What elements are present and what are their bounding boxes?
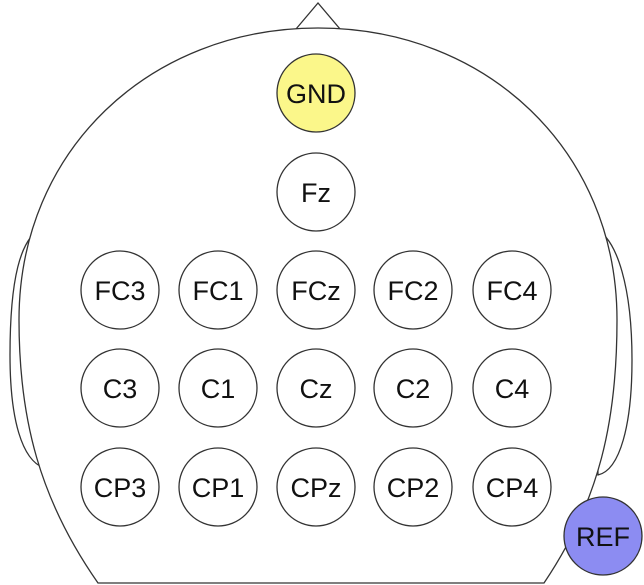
electrode-cpz: CPz	[276, 447, 356, 527]
electrode-c4-label: C4	[495, 374, 530, 404]
electrode-fc1-label: FC1	[192, 276, 243, 306]
electrode-cp1-circle	[178, 447, 258, 527]
electrode-cp3-label: CP3	[94, 473, 147, 503]
electrode-fz-label: Fz	[301, 178, 331, 208]
electrode-fc3: FC3	[80, 250, 160, 330]
electrode-fc3-label: FC3	[94, 276, 145, 306]
electrode-c3-label: C3	[103, 374, 138, 404]
electrode-c1-label: C1	[201, 374, 236, 404]
electrode-c2-label: C2	[396, 374, 431, 404]
electrode-c3-circle	[80, 348, 160, 428]
electrode-fc1: FC1	[178, 250, 258, 330]
electrode-c2: C2	[373, 348, 453, 428]
electrode-cp1: CP1	[178, 447, 258, 527]
electrode-cz-label: Cz	[300, 374, 333, 404]
electrode-gnd-circle	[276, 53, 356, 133]
electrode-c1: C1	[178, 348, 258, 428]
electrode-cz: Cz	[276, 348, 356, 428]
electrode-fc1-circle	[178, 250, 258, 330]
electrode-cp1-label: CP1	[192, 473, 245, 503]
electrode-fc2: FC2	[373, 250, 453, 330]
electrode-fc4-circle	[472, 250, 552, 330]
electrode-fc4: FC4	[472, 250, 552, 330]
electrode-cp2-circle	[373, 447, 453, 527]
electrode-cp2-label: CP2	[387, 473, 440, 503]
electrode-fcz: FCz	[276, 250, 356, 330]
electrode-cp4-circle	[472, 447, 552, 527]
electrode-cp3-circle	[80, 447, 160, 527]
electrode-c3: C3	[80, 348, 160, 428]
electrode-cpz-label: CPz	[290, 473, 341, 503]
electrode-fz-circle	[276, 152, 356, 232]
electrode-fz: Fz	[276, 152, 356, 232]
electrode-gnd-label: GND	[286, 79, 346, 109]
electrode-c4-circle	[472, 348, 552, 428]
electrode-cp2: CP2	[373, 447, 453, 527]
electrode-fc4-label: FC4	[486, 276, 537, 306]
electrode-c4: C4	[472, 348, 552, 428]
electrode-c2-circle	[373, 348, 453, 428]
electrode-cp4-label: CP4	[486, 473, 539, 503]
electrode-cz-circle	[276, 348, 356, 428]
electrode-ref-label: REF	[576, 522, 630, 552]
electrode-cpz-circle	[276, 447, 356, 527]
electrode-cp4: CP4	[472, 447, 552, 527]
nose-marker	[294, 1, 342, 30]
electrode-fc3-circle	[80, 250, 160, 330]
electrode-fc2-circle	[373, 250, 453, 330]
electrode-cp3: CP3	[80, 447, 160, 527]
electrode-gnd: GND	[276, 53, 356, 133]
electrode-fc2-label: FC2	[387, 276, 438, 306]
electrode-fcz-label: FCz	[291, 276, 341, 306]
electrode-ref-circle	[563, 496, 643, 576]
electrode-fcz-circle	[276, 250, 356, 330]
electrode-ref: REF	[563, 496, 643, 576]
electrode-c1-circle	[178, 348, 258, 428]
